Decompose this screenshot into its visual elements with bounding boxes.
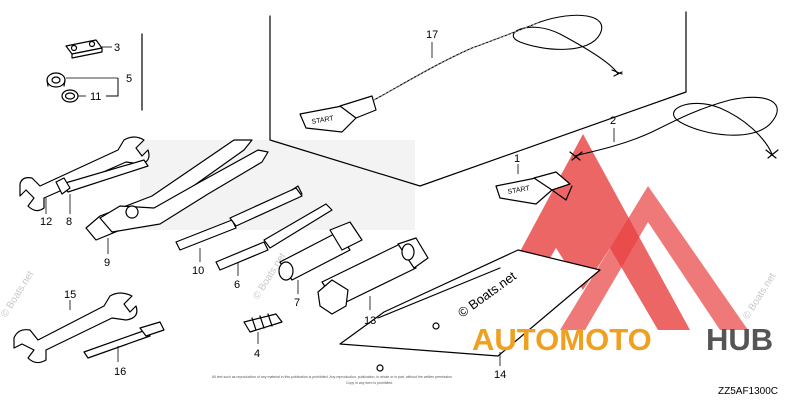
part-7-socket-wrench [278, 221, 363, 294]
part-11-o-ring [61, 89, 86, 103]
part-9-pliers [85, 139, 269, 254]
fine-print-line-1: All text such as reproduction of any mat… [212, 375, 452, 379]
part-number-17: 17 [426, 29, 438, 41]
part-12-wrench [19, 136, 150, 214]
part-number-12: 12 [40, 216, 52, 228]
diagram-code: ZZ5AF1300C [718, 386, 778, 397]
part-2-rope [569, 96, 779, 161]
part-number-10: 10 [192, 265, 204, 277]
watermark-right: © Boats.net [741, 271, 778, 321]
part-16-screwdriver [83, 321, 165, 362]
part-number-3: 3 [114, 42, 120, 54]
handle-start-mark-1: START [507, 185, 531, 196]
handle-start-mark-17: START [311, 115, 335, 126]
part-13-plug-wrench [317, 237, 429, 315]
part-number-4: 4 [254, 348, 260, 360]
part-number-8: 8 [66, 216, 72, 228]
part-number-1: 1 [514, 153, 520, 165]
copyright-fine-print: All text such as reproduction of any mat… [212, 375, 452, 385]
part-number-13: 13 [364, 315, 376, 327]
part-5-collar [46, 72, 119, 97]
part-number-11: 11 [90, 91, 101, 103]
pull-rope-box-frame [269, 11, 687, 187]
part-14-tool-bag: © Boats.net [339, 249, 601, 372]
part-number-5: 5 [126, 73, 132, 85]
fine-print-line-2: Copy in any form is prohibited [346, 381, 392, 385]
part-4-clip [243, 313, 283, 344]
brand-wordmark-right: HUB [706, 322, 773, 357]
part-1-starter-handle: START [495, 164, 573, 205]
part-number-15: 15 [64, 289, 76, 301]
part-number-9: 9 [104, 257, 110, 269]
part-number-labels: 3 5 11 12 8 9 10 6 7 13 4 14 15 16 17 1 … [40, 29, 616, 381]
part-6-screwdriver [215, 203, 333, 276]
part-15-wrench [13, 292, 138, 364]
brand-wordmark: AUTOMOTO HUB [472, 322, 773, 357]
watermark-left: © Boats.net [0, 269, 36, 319]
part-number-7: 7 [294, 297, 300, 309]
brand-wordmark-left: AUTOMOTO [472, 322, 652, 357]
part-3-clip [65, 39, 112, 59]
part-number-2: 2 [610, 115, 616, 127]
part-10-screwdriver [175, 185, 303, 262]
part-number-14: 14 [494, 369, 506, 381]
part-17-starter-rope: START [299, 14, 623, 133]
part-8-wrench [55, 159, 149, 214]
part-number-16: 16 [114, 366, 126, 378]
part-number-6: 6 [234, 279, 240, 291]
